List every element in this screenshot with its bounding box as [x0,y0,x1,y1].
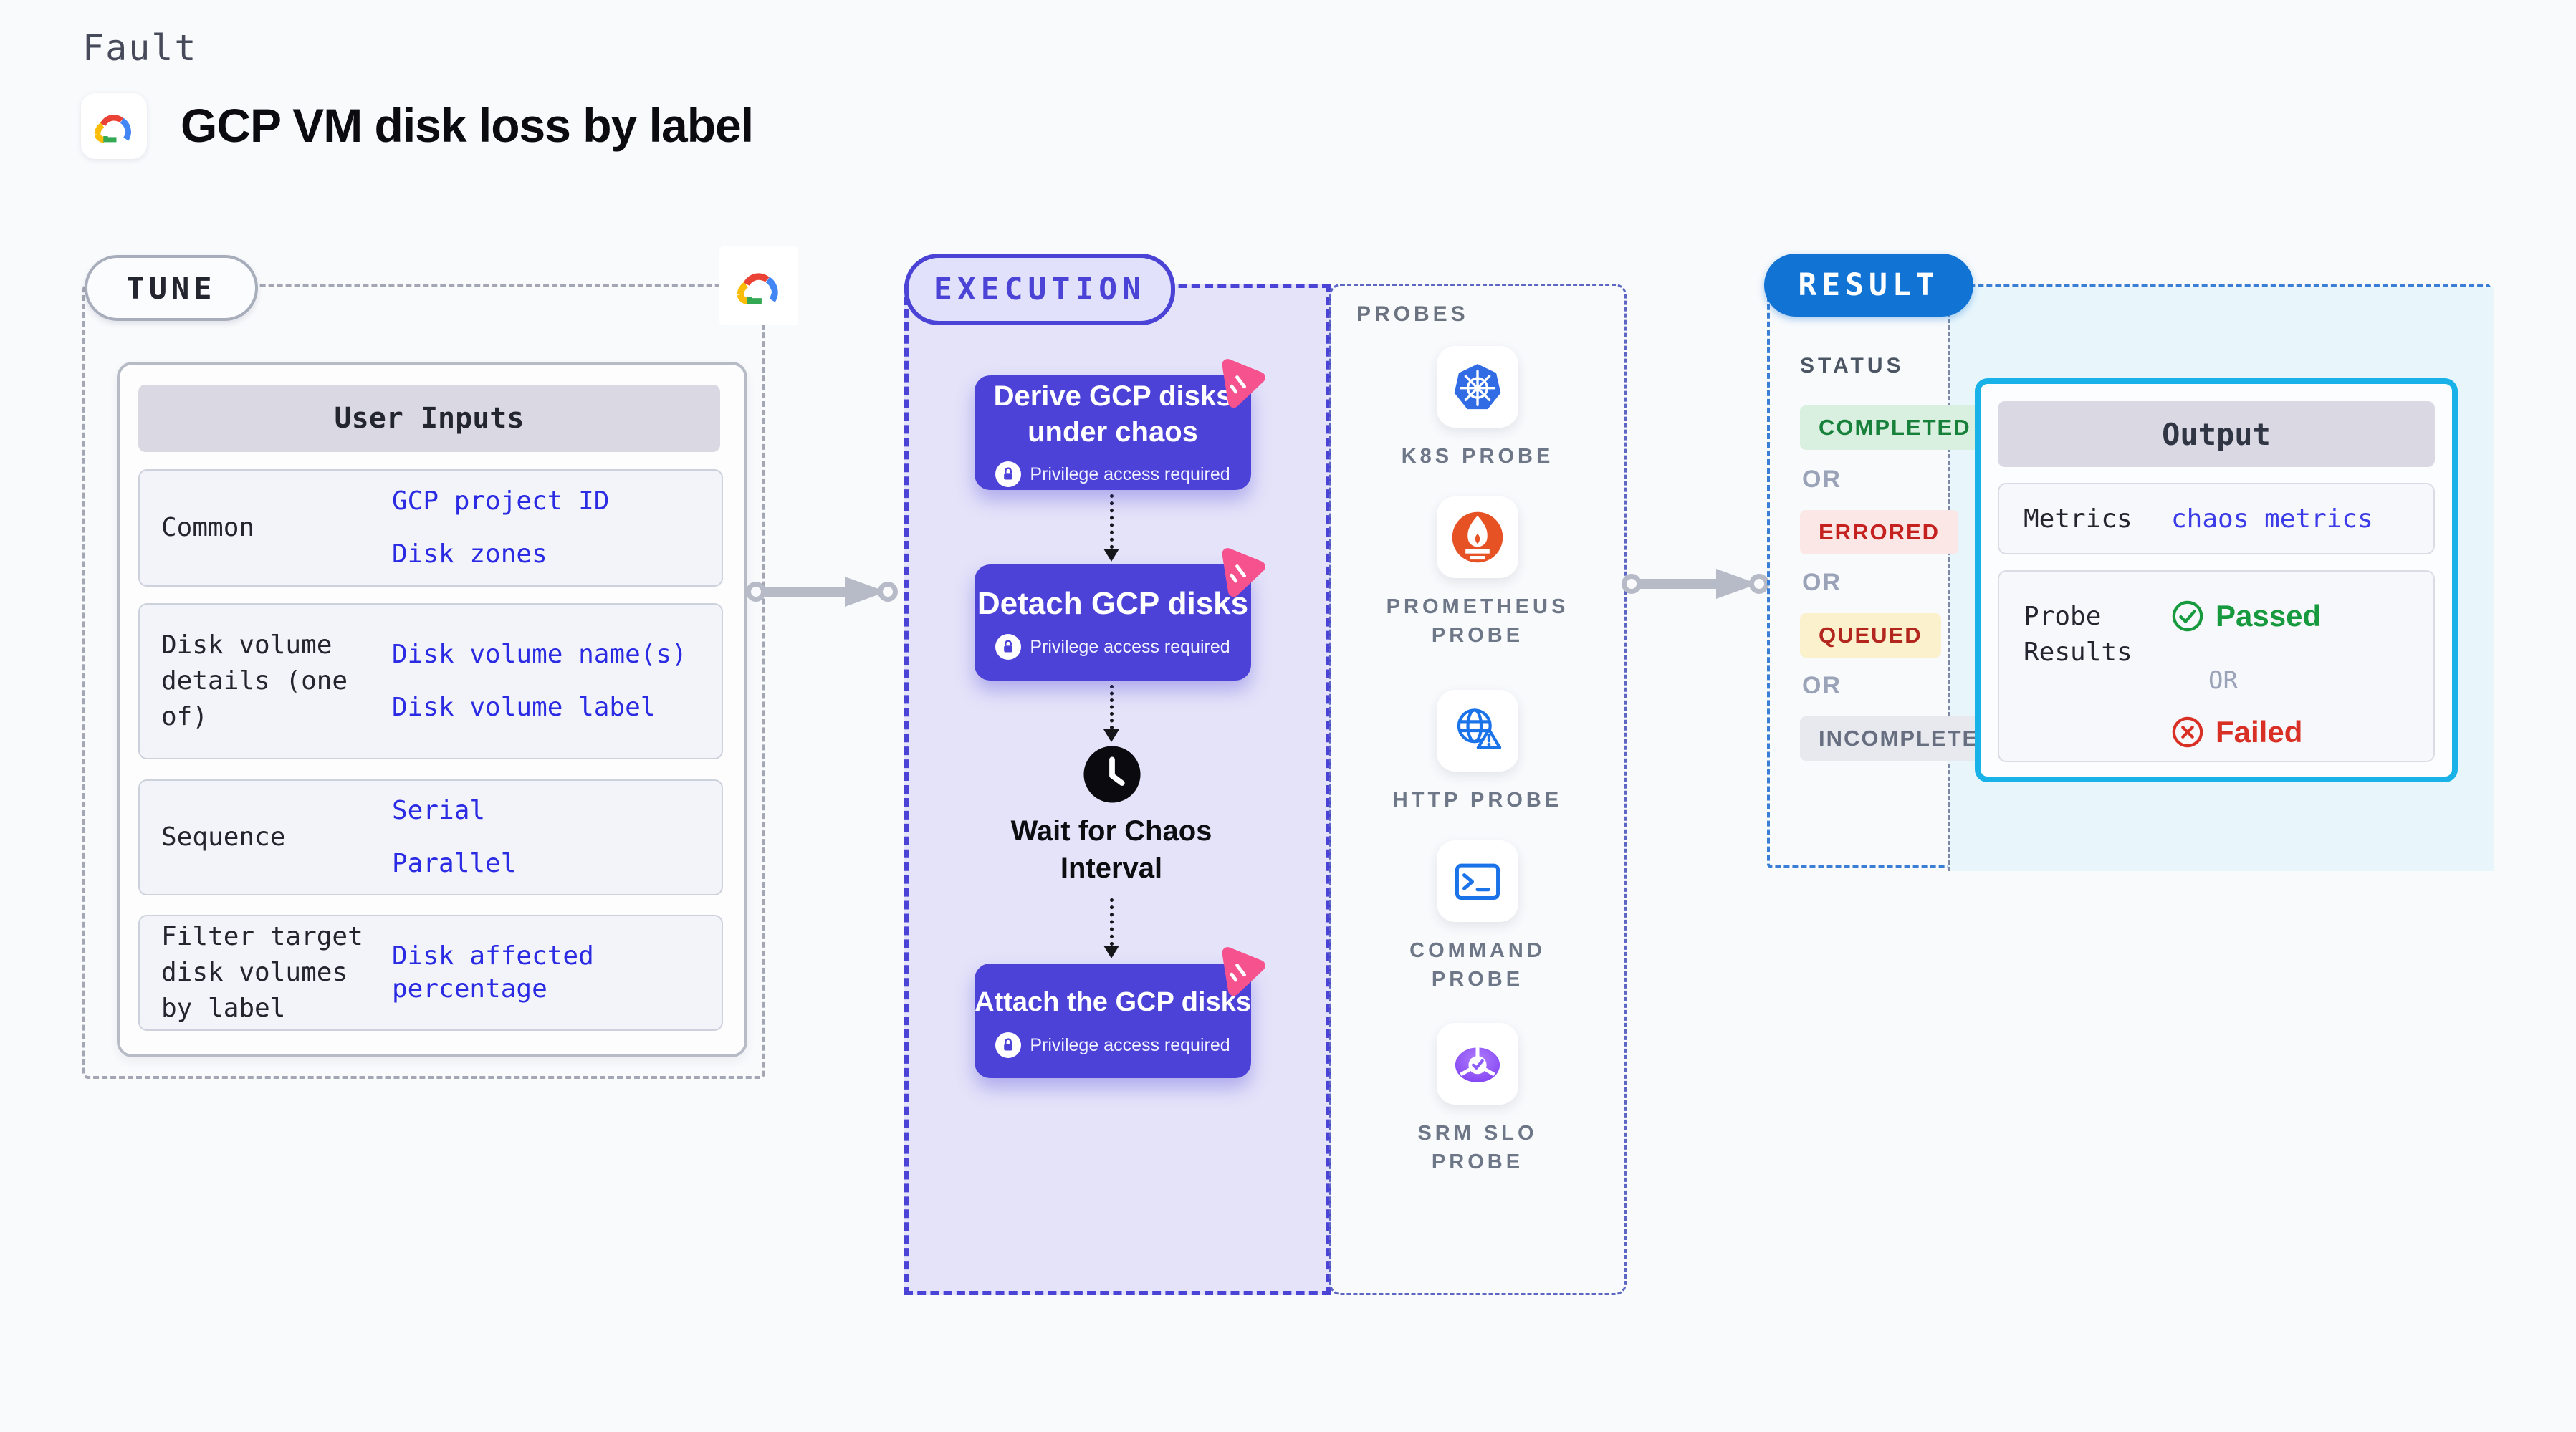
wait-step-label: Wait for Chaos Interval [1010,815,1212,884]
probe-passed-result: Passed [2171,599,2321,633]
arrow-shaft [765,587,853,597]
or-label: OR [2208,666,2238,695]
or-label: OR [1802,672,1842,699]
step-title: Attach the GCP disks [975,987,1251,1017]
or-label: OR [1802,569,1842,596]
lock-icon [995,1032,1022,1058]
probe-failed-result: Failed [2171,715,2302,749]
probes-section-box [1329,284,1627,1295]
chaos-icon [1222,548,1265,597]
status-badge-errored: ERRORED [1800,510,1959,554]
probe-label: COMMAND PROBE [1409,939,1546,991]
user-input-row-disk-volume: Disk volume details (one of) Disk volume… [138,603,723,759]
probe-results-label: Probe Results [2024,602,2132,667]
execution-section-pill: EXECUTION [904,254,1175,325]
step-detach-gcp-disks: Detach GCP disks Privilege access requir… [975,548,1265,681]
input-value: Disk volume label [392,693,656,722]
arrow-end-dot [878,582,898,602]
arrow-end-dot [1749,574,1769,594]
row-values: Serial Parallel [392,794,700,880]
gcp-cloud-logo-small [719,246,798,325]
privilege-badge: Privilege access required [995,461,1230,487]
probe-label: PROMETHEUS PROBE [1386,595,1569,647]
failed-label: Failed [2216,715,2303,749]
input-value: Parallel [392,849,517,878]
privilege-badge: Privilege access required [995,634,1230,660]
clock-icon [1081,744,1143,805]
probes-heading: PROBES [1356,302,1469,326]
execution-to-result-arrow [1622,569,1769,599]
step-title: Detach GCP disks [977,586,1249,621]
step-derive-gcp-disks: Derive GCP disks under chaos Privilege a… [975,359,1265,490]
passed-label: Passed [2216,599,2322,633]
user-inputs-header: User Inputs [138,385,720,452]
gcp-cloud-icon [737,273,778,304]
tune-to-execution-arrow [746,577,898,607]
lock-icon [995,634,1022,660]
flow-connector [1110,685,1114,729]
user-input-row-filter: Filter target disk volumes by label Disk… [138,915,723,1031]
input-value: Disk volume name(s) [392,640,687,669]
user-input-row-sequence: Sequence Serial Parallel [138,779,723,895]
chaos-icon [1222,947,1265,996]
privilege-badge: Privilege access required [995,1032,1230,1058]
tune-section-box [82,284,765,1079]
row-label: Common [161,513,255,542]
chaos-icon [1222,359,1265,408]
row-values: Disk affected percentage [392,940,700,1006]
input-value: Disk affected percentage [392,941,594,1004]
flow-connector [1110,494,1114,549]
kubernetes-icon [1437,346,1518,428]
user-input-row-common: Common GCP project ID Disk zones [138,469,723,587]
probe-results-row: Probe Results Passed OR Failed [1998,570,2435,762]
input-value: Serial [392,796,486,825]
arrow-start-dot [746,582,766,602]
flow-arrowhead [1103,729,1119,742]
status-badge-completed: COMPLETED [1800,405,1990,450]
row-label: Sequence [161,822,286,852]
x-circle-icon [2172,716,2203,748]
http-globe-icon [1437,690,1518,772]
tune-section-pill: TUNE [85,255,258,321]
probe-label: SRM SLO PROBE [1417,1122,1538,1173]
arrow-start-dot [1622,574,1642,594]
status-badge-queued: QUEUED [1800,613,1941,658]
terminal-icon [1437,840,1518,922]
result-section-pill: RESULT [1764,254,1973,317]
row-values: GCP project ID Disk zones [392,485,700,571]
privilege-label: Privilege access required [1030,463,1230,484]
output-header: Output [1998,401,2435,467]
user-inputs-card: User Inputs Common GCP project ID Disk z… [117,362,747,1057]
prometheus-icon [1437,496,1518,578]
metrics-row: Metrics chaos metrics [1998,483,2435,554]
flow-arrowhead [1103,946,1119,958]
check-circle-icon [2172,600,2203,632]
row-values: Disk volume name(s) Disk volume label [392,638,700,724]
output-card: Output Metrics chaos metrics Probe Resul… [1975,378,2458,782]
input-value: Disk zones [392,539,547,569]
probe-label: HTTP PROBE [1392,789,1563,812]
step-attach-gcp-disks: Attach the GCP disks Privilege access re… [975,947,1265,1078]
status-heading: STATUS [1800,354,1905,378]
gcp-cloud-logo [81,93,147,159]
arrow-shaft [1640,579,1725,589]
row-label: Disk volume details (one of) [161,630,348,731]
metrics-value: chaos metrics [2171,504,2373,534]
privilege-label: Privilege access required [1030,1034,1230,1055]
row-label: Filter target disk volumes by label [161,922,363,1023]
privilege-label: Privilege access required [1030,636,1230,657]
input-value: GCP project ID [392,486,610,516]
page-title: GCP VM disk loss by label [181,99,754,152]
srm-slo-icon [1437,1023,1518,1105]
fault-label: Fault [82,27,198,69]
flow-connector [1110,898,1114,946]
flow-arrowhead [1103,549,1119,562]
metrics-label: Metrics [2024,504,2132,534]
gcp-cloud-icon [94,115,131,143]
or-label: OR [1802,466,1842,493]
lock-icon [995,461,1022,487]
probe-label: K8S PROBE [1401,445,1554,468]
step-title: Derive GCP disks under chaos [993,380,1232,448]
